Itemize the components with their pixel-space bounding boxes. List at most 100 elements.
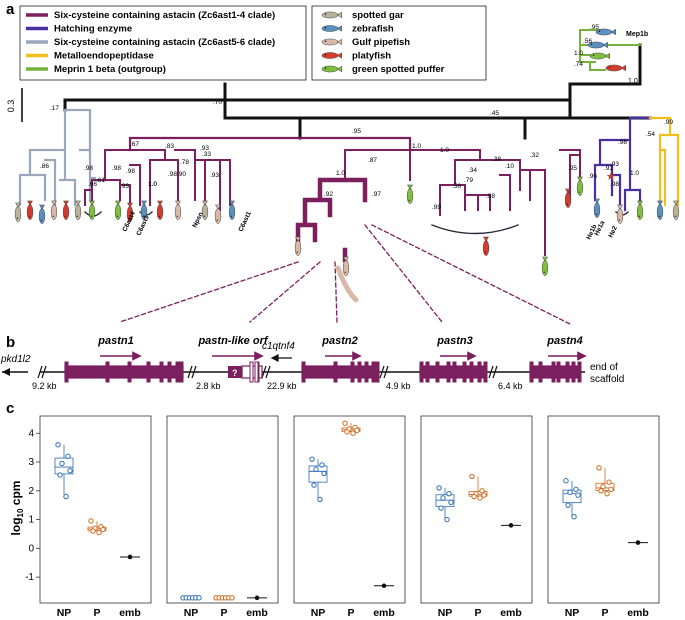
data-point: [481, 492, 487, 498]
y-axis-label: log10 cpm: [9, 481, 25, 536]
pipefish-icon: [335, 265, 359, 303]
exon: [179, 361, 184, 383]
outgroup-fish-icon: [587, 41, 608, 49]
c1qtnf4-arrow-icon: [270, 354, 292, 362]
tip-fish-icon: [214, 204, 222, 224]
box: [435, 494, 455, 508]
support-value: .10: [505, 163, 514, 170]
support-value: 1.0: [440, 147, 449, 154]
data-point: [196, 595, 202, 601]
support-value: .98: [610, 181, 619, 188]
tip-fish-icon: [140, 200, 148, 220]
exon: [159, 361, 164, 383]
data-point: [67, 467, 73, 474]
exon: [350, 361, 355, 383]
data-point: [471, 493, 477, 500]
gap-label: 22.9 kb: [267, 381, 297, 391]
scale-bar: 0.3: [6, 88, 23, 122]
data-point: [88, 518, 94, 524]
exon: [105, 361, 110, 383]
end-of-scaffold-label: scaffold: [590, 374, 624, 385]
exon: [571, 361, 576, 383]
end-of-scaffold-label: end of: [590, 362, 618, 373]
scaffold-break: [187, 365, 197, 379]
plot-frame: [547, 415, 660, 604]
star-icon: ★: [606, 171, 616, 183]
gene-label: Npsn: [191, 211, 204, 229]
data-point: [65, 453, 71, 459]
data-point: [254, 595, 260, 601]
exon: [167, 361, 172, 383]
x-category-label: emb: [500, 607, 522, 619]
exon: [577, 361, 582, 383]
fish-icons: [14, 28, 680, 303]
support-value: .79: [464, 177, 473, 184]
data-point: [127, 554, 133, 560]
gap-label: 9.2 kb: [32, 381, 57, 391]
scaffold-break: [379, 365, 389, 379]
outgroup-fish-icon: [605, 64, 626, 72]
support-value: 1.0: [148, 181, 157, 188]
gene-direction-arrow-icon: [100, 351, 142, 361]
x-category-label: NP: [438, 607, 453, 619]
data-point: [55, 442, 61, 448]
panel-b-label: b: [6, 334, 15, 351]
tip-fish-icon: [616, 204, 624, 224]
gene-label: C6ast4: [121, 210, 137, 233]
data-point: [381, 583, 387, 589]
legend-clade-label: Six-cysteine containing astacin (Zc6ast5…: [54, 37, 275, 48]
gap-label: 6.4 kb: [498, 381, 523, 391]
scaffold-break: [37, 365, 47, 379]
support-value: .56: [583, 38, 592, 45]
data-point: [57, 472, 63, 478]
gene-label-pkd1l2: pkd1l2: [0, 354, 31, 365]
gene-label: C6ast3: [135, 214, 151, 237]
support-value: 1.0: [412, 143, 421, 150]
y-tick-label: 2: [28, 486, 34, 497]
support-value: .38: [492, 156, 501, 163]
exon: [435, 361, 440, 383]
data-point: [311, 482, 317, 488]
tip-fish-icon: [672, 200, 680, 220]
exon: [419, 361, 424, 383]
legend-species-label: platyfish: [352, 51, 391, 62]
support-value: .66: [88, 181, 97, 188]
data-point: [444, 516, 450, 523]
gap-label: 2.8 kb: [196, 381, 221, 391]
tip-fish-icon: [564, 188, 572, 208]
support-value: .98: [618, 139, 627, 146]
data-point: [567, 489, 573, 495]
support-value: .99: [432, 204, 441, 211]
tip-fish-icon: [342, 256, 350, 276]
species-fish-icon: [321, 52, 342, 59]
exon: [556, 361, 561, 383]
data-point: [440, 495, 446, 501]
support-value: .70: [213, 99, 222, 106]
x-category-label: P: [220, 607, 227, 619]
data-point: [63, 493, 69, 500]
node-support-values: .70.17.45.95.54.991.0.83.67.93.98.66.981…: [40, 24, 673, 211]
x-category-label: emb: [119, 607, 141, 619]
data-point: [342, 420, 348, 426]
plot-frame: [166, 415, 279, 604]
data-point: [635, 540, 641, 545]
scaffold-break: [488, 365, 498, 379]
tip-fish-icon: [88, 200, 96, 220]
gene-label: He2: [607, 225, 619, 239]
data-point: [596, 465, 602, 471]
x-category-label: P: [93, 607, 100, 619]
legend-species-label: zebrafish: [352, 24, 394, 35]
x-category-label: P: [347, 607, 354, 619]
tip-fish-icon: [593, 198, 601, 218]
tip-fish-icon: [38, 204, 46, 224]
data-point: [90, 528, 96, 534]
exon: [175, 361, 180, 383]
support-value: .95: [590, 24, 599, 31]
legend-clade-label: Six-cysteine containing astacin (Zc6ast1…: [54, 10, 275, 21]
